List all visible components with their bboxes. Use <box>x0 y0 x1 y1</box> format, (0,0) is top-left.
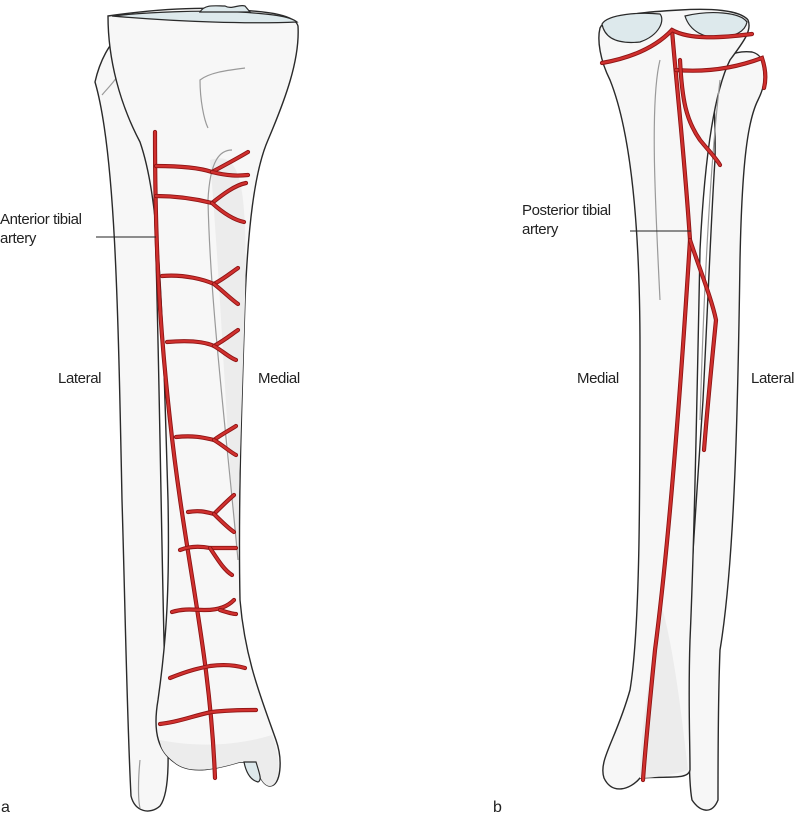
label-line: Posterior tibial <box>522 202 611 219</box>
anterior-tibial-artery-label: Anterior tibial artery <box>0 210 82 248</box>
branch <box>678 58 722 167</box>
main-artery <box>153 130 217 780</box>
posterior-tibial-artery <box>599 27 768 783</box>
branch <box>218 608 238 616</box>
branch <box>168 663 247 680</box>
posterior-tibial-artery-label: Posterior tibial artery <box>522 201 611 239</box>
branch <box>212 512 236 534</box>
lateral-label-b: Lateral <box>751 370 795 387</box>
branch <box>212 344 238 362</box>
medial-label-b: Medial <box>577 370 619 387</box>
branch <box>208 546 234 577</box>
branch <box>170 598 236 614</box>
panel-b-posterior-view <box>598 8 768 811</box>
anterior-tibial-branch <box>674 56 767 90</box>
panel-a-anterior-view <box>94 4 299 812</box>
anterior-tibial-artery <box>152 129 259 781</box>
branch <box>212 438 238 457</box>
label-line: artery <box>522 221 558 238</box>
branch <box>212 282 240 306</box>
branch <box>210 170 250 177</box>
main-artery <box>641 28 692 782</box>
branch <box>158 708 258 726</box>
branch <box>210 201 246 224</box>
label-line: artery <box>0 230 36 247</box>
lateral-label-a: Lateral <box>58 370 102 387</box>
fibula-b <box>685 51 766 811</box>
medial-label-a: Medial <box>258 370 300 387</box>
panel-a-letter: a <box>1 799 10 816</box>
panel-b-letter: b <box>493 799 502 816</box>
popliteal-branch <box>600 28 754 65</box>
label-line: Anterior tibial <box>0 211 82 228</box>
peroneal-artery <box>688 238 718 452</box>
